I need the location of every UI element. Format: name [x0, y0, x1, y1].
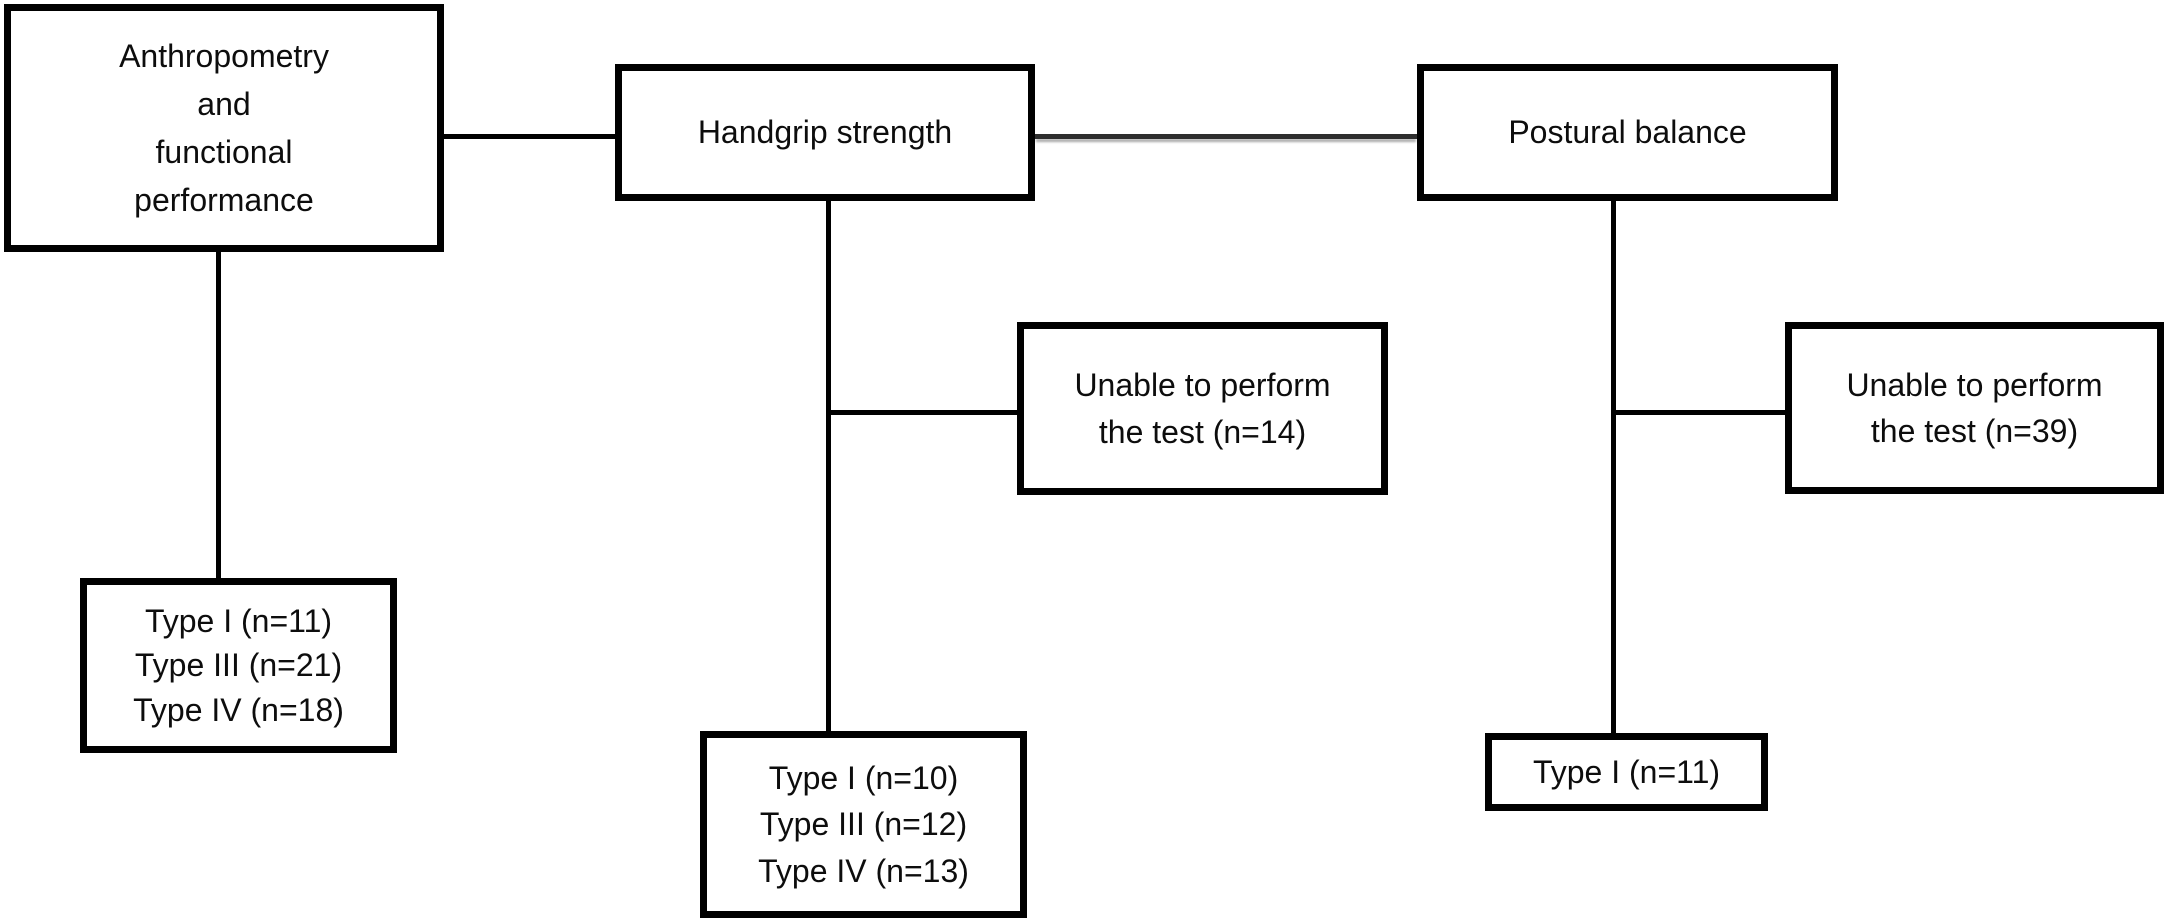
- node-label-line: the test (n=14): [1098, 413, 1307, 450]
- node-label-line: Unable to perform: [1074, 367, 1331, 404]
- node-anthropometry: Anthropometry and functional performance: [4, 4, 444, 252]
- node-unable-test-postural: Unable to perform the test (n=39): [1785, 322, 2164, 494]
- node-label-line: Type I (n=10): [768, 759, 959, 796]
- connector-postural-to-unable: [1616, 410, 1785, 415]
- node-unable-test-handgrip: Unable to perform the test (n=14): [1017, 322, 1388, 495]
- connector-handgrip-to-types: [826, 201, 831, 731]
- node-label: Postural balance: [1508, 114, 1747, 151]
- node-label-line: Type III (n=12): [759, 806, 968, 843]
- connector-postural-to-types: [1611, 201, 1616, 733]
- node-label-line: Type III (n=21): [134, 647, 343, 684]
- node-label-line: Anthropometry: [119, 38, 329, 74]
- node-label-line: the test (n=39): [1870, 413, 2079, 449]
- node-postural-balance: Postural balance: [1417, 64, 1838, 201]
- node-label-line: performance: [134, 182, 314, 218]
- node-label-line: Type I (n=11): [144, 603, 333, 640]
- node-label: Handgrip strength: [697, 114, 953, 151]
- node-label: Type I (n=11): [1532, 753, 1721, 790]
- connector-handgrip-to-unable: [831, 410, 1017, 415]
- node-handgrip-strength: Handgrip strength: [615, 64, 1035, 201]
- node-label-line: Unable to perform: [1846, 366, 2103, 403]
- node-types-anthropometry: Type I (n=11) Type III (n=21) Type IV (n…: [80, 578, 397, 753]
- connector-anthropometry-to-types: [216, 252, 221, 578]
- node-label-line: Type IV (n=13): [758, 852, 969, 889]
- connector-handgrip-to-postural: [1035, 134, 1417, 139]
- node-label-line: and: [197, 86, 251, 122]
- node-label-line: functional: [155, 134, 293, 170]
- node-label-line: Type IV (n=18): [133, 691, 344, 728]
- connector-anthropometry-to-handgrip: [444, 134, 615, 139]
- node-types-postural: Type I (n=11): [1485, 733, 1768, 811]
- node-types-handgrip: Type I (n=10) Type III (n=12) Type IV (n…: [700, 731, 1027, 918]
